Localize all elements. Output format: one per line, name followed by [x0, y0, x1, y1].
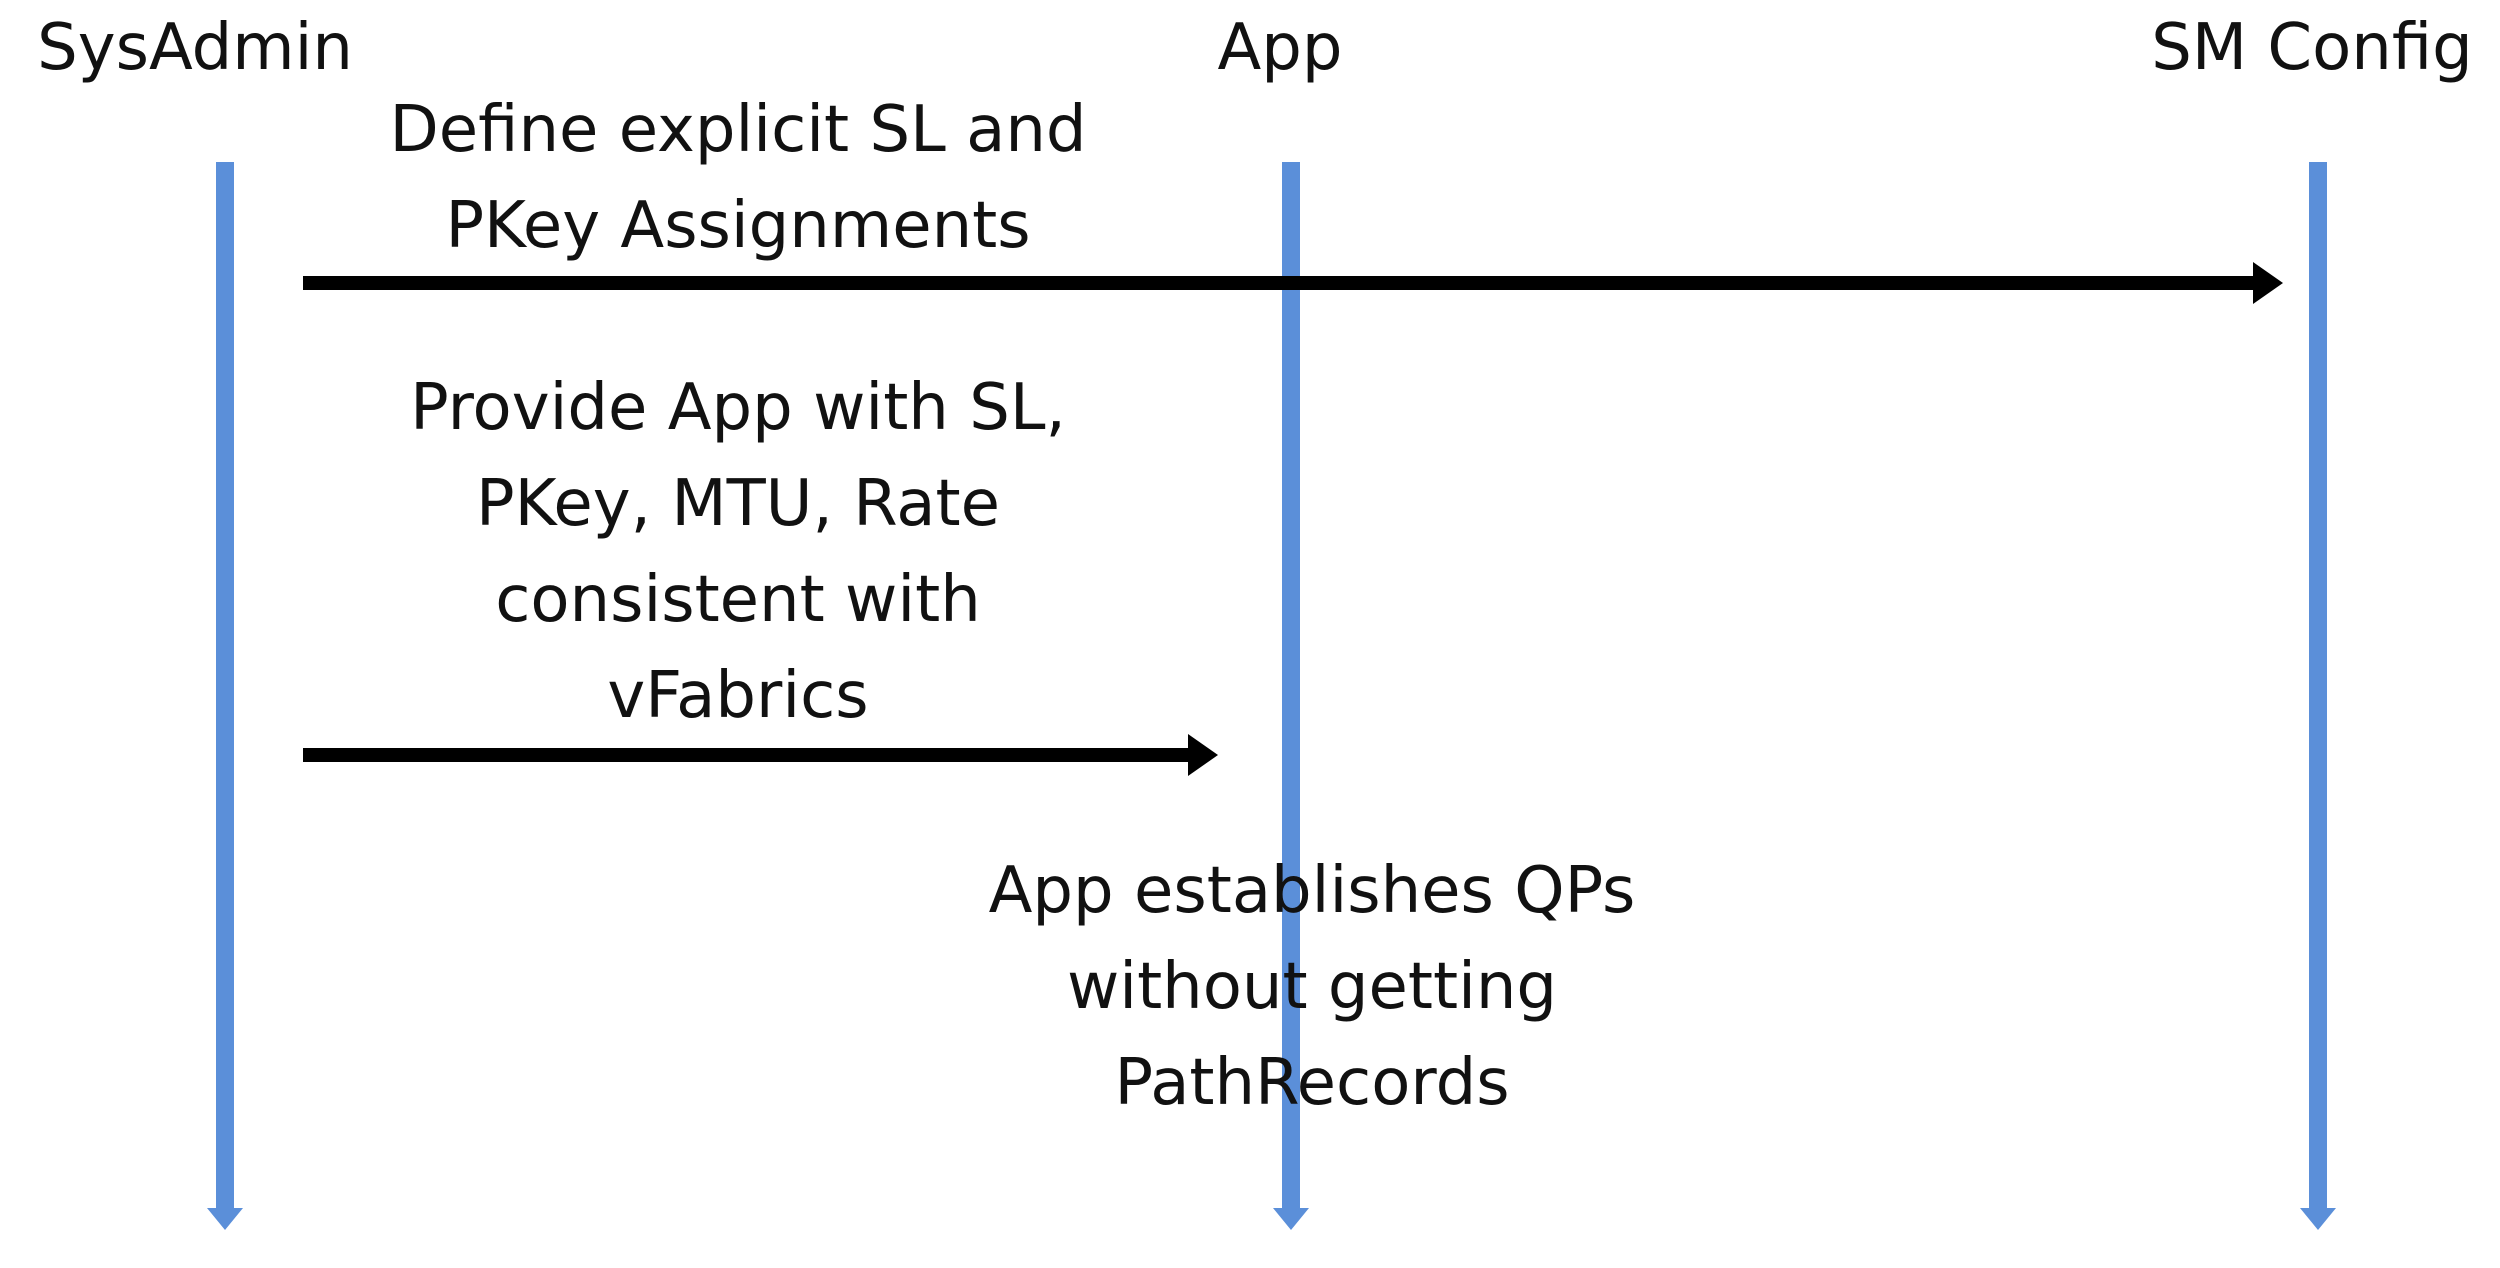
- message-text-define-assignments: Define explicit SL and PKey Assignments: [390, 82, 1087, 274]
- message-arrow-define-assignments: [303, 262, 2283, 304]
- actor-label-smconfig: SM Config: [2151, 11, 2473, 85]
- lifeline-app: [1273, 162, 1309, 1230]
- message-text-line: vFabrics: [607, 659, 869, 733]
- actor-label-app: App: [1217, 11, 1343, 85]
- note-text-line: without getting: [1066, 950, 1558, 1024]
- lifeline-sysadmin: [207, 162, 243, 1230]
- message-text-line: PKey Assignments: [445, 189, 1031, 263]
- note-text-line: PathRecords: [1114, 1046, 1510, 1120]
- message-text-line: consistent with: [495, 563, 981, 637]
- message-arrow-provide-app: [303, 734, 1218, 776]
- note-text-line: App establishes QPs: [988, 854, 1636, 928]
- message-text-line: Define explicit SL and: [389, 93, 1087, 167]
- note-text-establish-qps: App establishes QPs without getting Path…: [989, 843, 1636, 1131]
- actor-label-sysadmin: SysAdmin: [37, 11, 353, 85]
- message-text-line: PKey, MTU, Rate: [476, 467, 1000, 541]
- message-text-line: Provide App with SL,: [410, 371, 1066, 445]
- lifeline-smconfig: [2300, 162, 2336, 1230]
- message-text-provide-app: Provide App with SL, PKey, MTU, Rate con…: [410, 360, 1066, 744]
